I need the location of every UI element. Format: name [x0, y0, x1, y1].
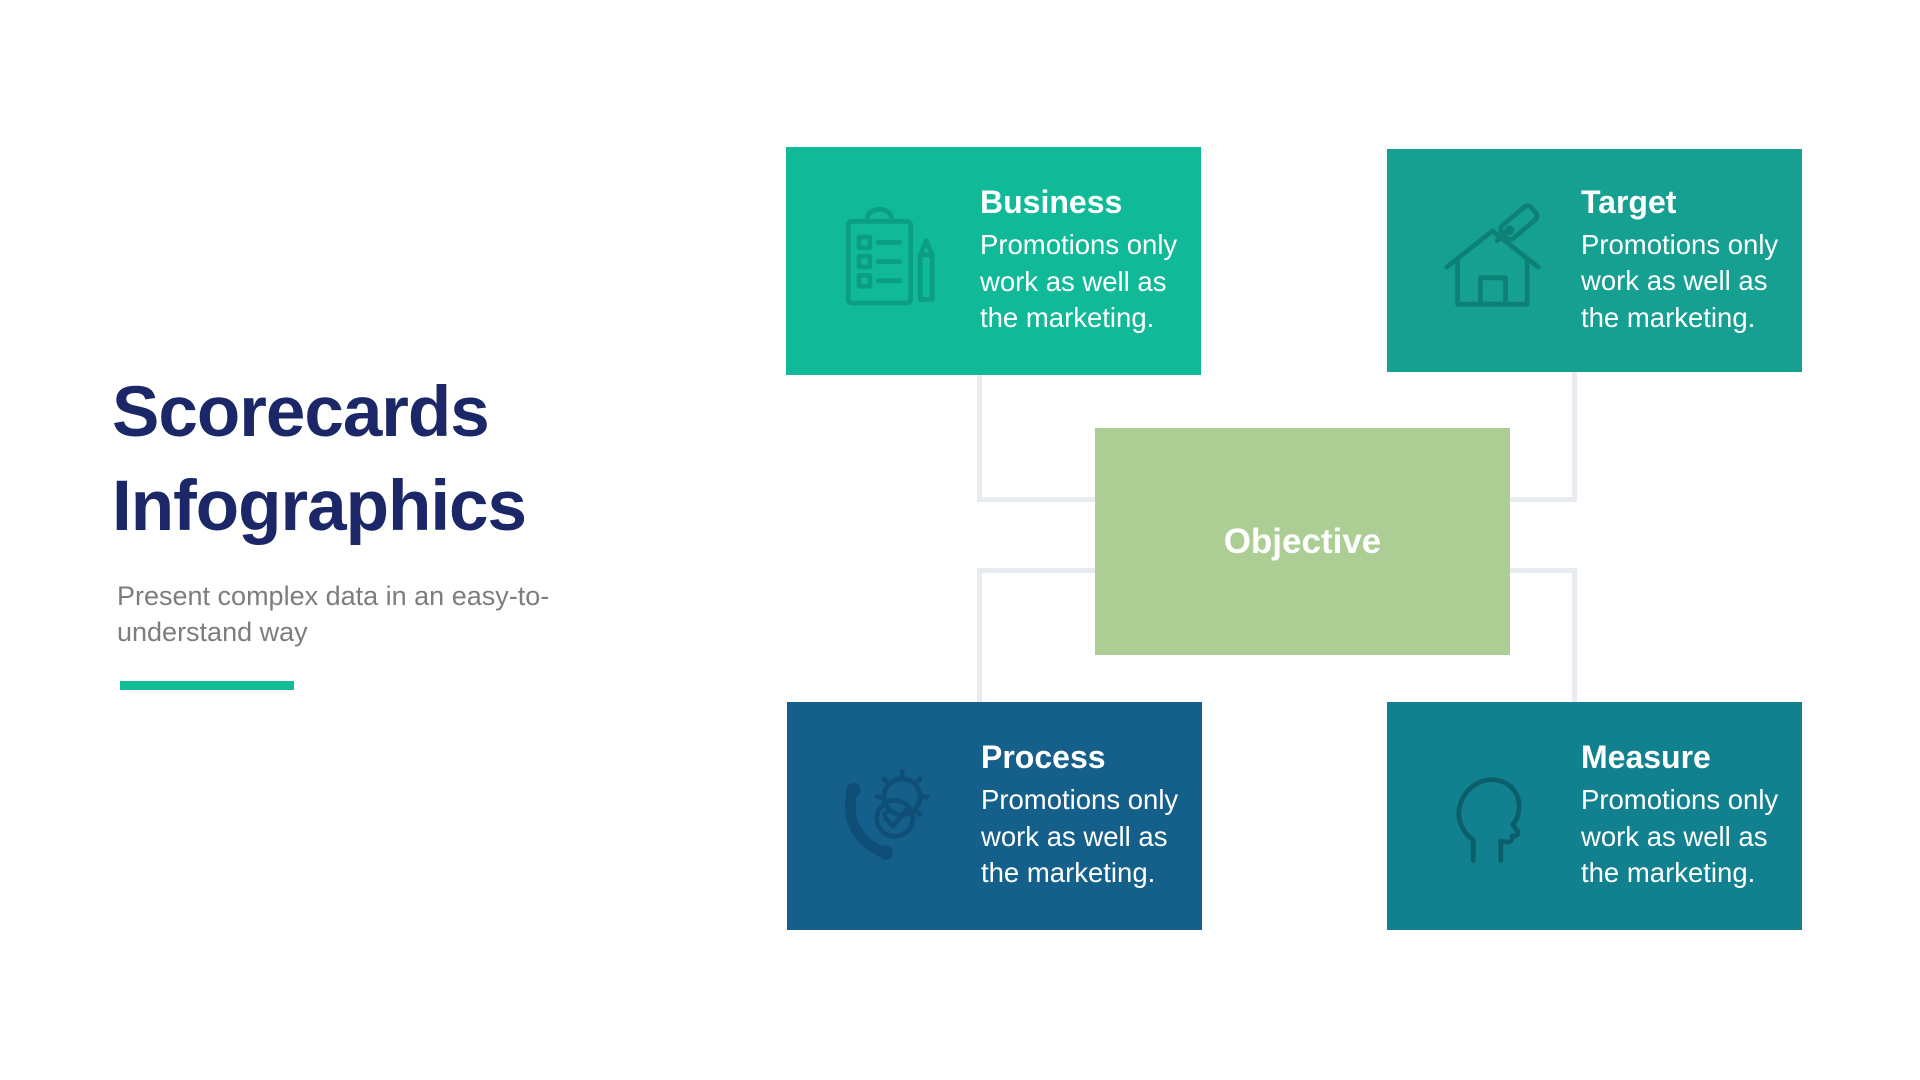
card-business: Business Promotions only work as well as… [786, 147, 1201, 375]
checklist-clipboard-icon [828, 201, 950, 321]
house-tag-icon [1429, 201, 1551, 321]
head-profile-icon [1429, 756, 1551, 876]
card-title: Process [981, 739, 1106, 776]
objective-label: Objective [1223, 521, 1382, 561]
card-description: Promotions only work as well as the mark… [1581, 784, 1779, 889]
card-process: Process Promotions only work as well as … [787, 702, 1202, 930]
card-title: Target [1581, 183, 1677, 220]
connector-measure-vertical [1572, 568, 1577, 706]
connector-process-horizontal [977, 568, 1099, 573]
connector-process-vertical [977, 568, 982, 706]
card-text: Measure Promotions only work as well as … [1581, 739, 1802, 892]
connector-target-vertical [1572, 368, 1577, 502]
connector-business-vertical [977, 370, 982, 502]
card-text: Process Promotions only work as well as … [981, 739, 1202, 892]
card-description: Promotions only work as well as the mark… [1581, 228, 1779, 333]
card-text: Target Promotions only work as well as t… [1581, 183, 1802, 337]
card-target: Target Promotions only work as well as t… [1387, 149, 1802, 372]
connector-target-horizontal [1506, 497, 1577, 502]
card-description: Promotions only work as well as the mark… [980, 229, 1178, 334]
connector-measure-horizontal [1506, 568, 1577, 573]
page-title: Scorecards Infographics [112, 373, 527, 547]
connector-business-horizontal [977, 497, 1099, 502]
card-title: Measure [1581, 739, 1711, 776]
card-text: Business Promotions only work as well as… [980, 184, 1201, 337]
card-description: Promotions only work as well as the mark… [981, 784, 1179, 889]
title-accent-bar [120, 681, 294, 690]
page-subtitle: Present complex data in an easy-to-under… [117, 581, 550, 648]
card-measure: Measure Promotions only work as well as … [1387, 702, 1802, 930]
objective-box: Objective [1095, 428, 1510, 655]
phone-gear-check-icon [829, 756, 951, 876]
card-title: Business [980, 184, 1123, 221]
